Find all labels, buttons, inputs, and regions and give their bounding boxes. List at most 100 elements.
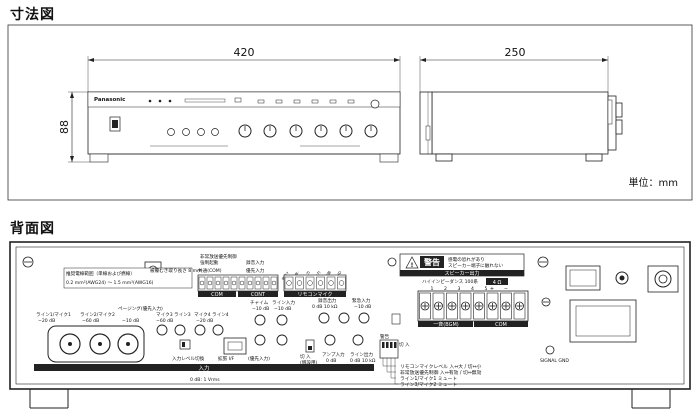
remote-pin-label: 制御: [324, 270, 332, 279]
remote-terminal-screw: [326, 276, 336, 290]
height-label: 88: [58, 120, 71, 134]
speaker-terminal-screw: [486, 292, 499, 320]
label-page-input: ページング(優先入力): [118, 305, 163, 312]
label-mic4: マイク4: [194, 312, 211, 318]
speaker-terminal-number: 5: [485, 286, 488, 292]
high-impedance-label: ハイインピーダンス 100系: [422, 278, 478, 285]
label-amp-in-level: 0 dB: [326, 358, 336, 364]
dip-note: リモコンマイクレベル 入⇔大 / 切⇔小: [400, 363, 481, 370]
small-connector: [391, 313, 401, 325]
label-priority-in: (優先入力): [248, 355, 270, 362]
speaker-terminal-screw: [459, 292, 472, 320]
warning-text-1: 感電の恐れがあり: [448, 256, 485, 263]
label-amp-in: アンプ入力: [322, 351, 345, 358]
label-rec-out: 録音出力: [318, 297, 337, 304]
brand-logo: Panasonic: [94, 97, 125, 103]
speaker-terminal-screw: [500, 292, 512, 320]
speaker-terminal-number: 1: [431, 286, 434, 292]
label-remote-in: 録音入力: [246, 259, 265, 266]
label-mic3: マイク3: [156, 312, 173, 318]
remote-terminal-screw: [284, 276, 294, 290]
side-view: [419, 91, 623, 162]
svg-text:!: !: [411, 262, 414, 269]
remote-terminal-screw: [316, 276, 325, 290]
remote-mic-terminal-block: 音声+音声-音声入力音声出力制御GND リモコンマイク: [280, 269, 347, 298]
label-mode-sw: 入力レベル切換: [172, 355, 205, 362]
speaker-terminal-screw: [513, 292, 526, 320]
warning-text-2: スピーカー端子に触れない: [448, 262, 504, 269]
speaker-terminal-screw: [432, 292, 445, 320]
speaker-terminal-number: 2: [444, 286, 447, 292]
front-panel: Panasonic: [87, 91, 401, 163]
rca-jacks-d: [324, 334, 364, 346]
label-mic3-level: −60 dB: [156, 318, 173, 324]
selector-buttons: [257, 99, 355, 104]
dimension-frame: [7, 24, 693, 201]
ref-level: 0 dB: 1 Vrms: [190, 377, 220, 383]
label-line-out: ライン出力: [350, 351, 373, 358]
gun-label: 一斉(BGM): [433, 321, 458, 328]
input-section: ライン1/マイク1 −20 dB ライン2/マイク2 −60 dB ページング(…: [34, 297, 376, 383]
dip-title: 警告: [380, 333, 390, 340]
label-chime: チャイム: [250, 300, 269, 306]
label-line-out-level: 0 dB 10 kΩ: [350, 358, 376, 364]
small-knobs: [167, 128, 219, 136]
label-emergency-in: 緊急入力: [352, 297, 371, 304]
height-dimension: 88: [58, 91, 90, 163]
label-line-in-level: −10 dB: [274, 306, 291, 312]
rca-jacks-c: [318, 312, 370, 324]
label-priority: 優先入力: [246, 267, 265, 274]
width-label: 420: [234, 46, 255, 59]
speaker-terminal-number: 3: [458, 286, 461, 292]
label-input-bar: 入力: [198, 364, 209, 372]
control-terminal-screw: [238, 276, 246, 290]
control-terminal-block: 非常放送優先制御 強制起動 共通(COM) 録音入力 優先入力 COM CONT: [197, 253, 279, 298]
strip-note: 被覆むき取り長さ 8 mm: [150, 267, 202, 274]
label-line4: ライン4: [212, 312, 229, 318]
rear-view-title: 背面図: [10, 221, 55, 237]
label-remote-mic: リモコンマイク: [298, 292, 333, 298]
control-terminal-screw: [246, 276, 254, 290]
label-levels-b: −60 dB: [82, 318, 99, 324]
impedance-4ohm: 4 Ω: [493, 280, 502, 286]
remote-terminal-screw: [295, 276, 304, 290]
rca-jacks-a: [156, 324, 224, 336]
rear-right-panel: SIGNAL GND: [540, 265, 679, 364]
control-terminal-screw: [254, 276, 262, 290]
label-emergency: 非常放送優先制御: [200, 253, 237, 260]
plus-sign: +: [490, 286, 494, 292]
depth-label: 250: [505, 46, 526, 59]
remote-terminal-screw: [305, 276, 315, 290]
wire-note: 推奨電線範囲（単線および撚線） 0.2 mm²(AWG24) ～ 1.5 mm²…: [63, 267, 202, 289]
label-line3-level: −20 dB: [196, 318, 213, 324]
speaker-terminal-screw: [473, 292, 485, 320]
control-terminal-screw: [222, 276, 230, 290]
control-terminal-screw: [230, 276, 238, 290]
width-dimension: 420: [87, 46, 401, 92]
wire-note-1: 推奨電線範囲（単線および撚線）: [66, 270, 135, 277]
dip-note: ライン1/マイク1 ミュート: [400, 376, 457, 382]
warning-panel: ! 警告 感電の恐れがあり スピーカー端子に触れない スピーカー出力: [399, 253, 525, 277]
depth-dimension: 250: [419, 46, 609, 92]
label-ext-if: 拡張 I/F: [218, 355, 235, 362]
speaker-terminal-screw: [446, 292, 458, 320]
label-chime-level: −10 dB: [252, 306, 269, 312]
dimension-view-title: 寸法図: [10, 7, 55, 23]
speaker-output-label: スピーカー出力: [444, 270, 479, 277]
warning-title: 警告: [423, 257, 440, 267]
control-terminal-screw: [206, 276, 214, 290]
label-line-mic2: ライン2/マイク2: [80, 312, 115, 318]
label-common-com: 共通(COM): [198, 267, 222, 274]
control-terminal-screw: [270, 276, 278, 290]
label-emergency-2: 強制起動: [200, 259, 219, 266]
label-amp-2: (増設用): [300, 359, 318, 366]
label-cont: CONT: [251, 292, 266, 298]
label-com: COM: [211, 292, 223, 298]
control-terminal-screw: [214, 276, 222, 290]
input-bar: [34, 364, 374, 371]
remote-terminal-screw: [337, 276, 346, 290]
headphone-jack: [370, 99, 380, 109]
control-terminal-screw: [262, 276, 270, 290]
speaker-terminal-screw: [419, 292, 431, 320]
